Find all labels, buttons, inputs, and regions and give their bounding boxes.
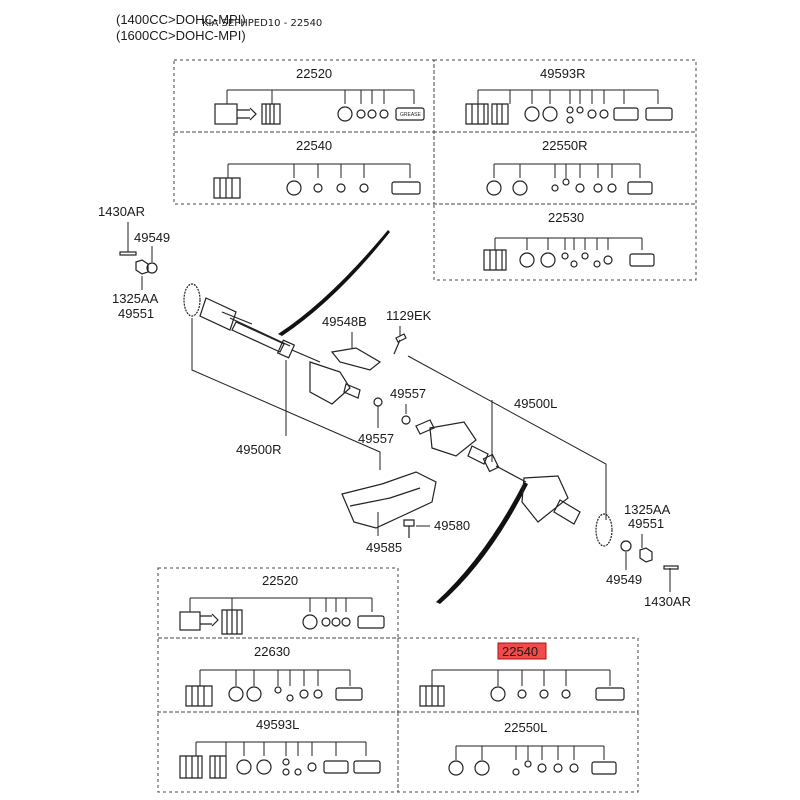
top-kit-group: 22520 GREASE 49593R: [173, 59, 697, 281]
axle-assembly: 1430AR 49549 1325AA 49551 49500R 49548B …: [98, 204, 691, 609]
grease-label: GREASE: [400, 112, 422, 118]
tone-ring-right: [183, 283, 201, 317]
label-49557-lower: 49557: [358, 431, 394, 446]
header-line-2: (1600CC>DOHC-MPI): [116, 28, 246, 43]
kit-label-22520-top: 22520: [296, 66, 332, 81]
kit-label-49593R: 49593R: [540, 66, 586, 81]
label-1325AA-left: 1325AA: [112, 291, 159, 306]
label-49500R: 49500R: [236, 442, 282, 457]
label-49585: 49585: [366, 540, 402, 555]
kit-label-22630: 22630: [254, 644, 290, 659]
kit-22530-top[interactable]: 22530: [483, 210, 655, 271]
label-1430AR-left: 1430AR: [98, 204, 145, 219]
label-49500L: 49500L: [514, 396, 557, 411]
kit-49593L[interactable]: 49593L: [179, 717, 381, 779]
label-1430AR-right: 1430AR: [644, 594, 691, 609]
kit-label-49593L: 49593L: [256, 717, 299, 732]
watermark-text: KIA SEPHPED10 - 22540: [202, 18, 322, 29]
kit-label-22540-top: 22540: [296, 138, 332, 153]
kit-label-22550R: 22550R: [542, 138, 588, 153]
label-1325AA-right: 1325AA: [624, 502, 671, 517]
kit-label-22520-bottom: 22520: [262, 573, 298, 588]
kit-22540-bottom[interactable]: 22540: [419, 642, 625, 707]
kit-22630[interactable]: 22630: [185, 644, 363, 707]
label-49551-right: 49551: [628, 516, 664, 531]
kit-22550L[interactable]: 22550L: [448, 720, 617, 776]
kit-label-22530: 22530: [548, 210, 584, 225]
label-49549-right: 49549: [606, 572, 642, 587]
kit-22550R-top[interactable]: 22550R: [486, 138, 653, 196]
kit-49593R-top[interactable]: 49593R: [465, 66, 673, 125]
tone-ring-left: [595, 513, 613, 547]
label-49548B: 49548B: [322, 314, 367, 329]
label-49549-left: 49549: [134, 230, 170, 245]
kit-label-22550L: 22550L: [504, 720, 547, 735]
label-49557-upper: 49557: [390, 386, 426, 401]
kit-label-22540-highlighted[interactable]: 22540: [502, 644, 538, 659]
bottom-kit-group: 22520 22630 22540: [157, 567, 639, 793]
kit-22540-top[interactable]: 22540: [213, 138, 421, 199]
label-49551-left: 49551: [118, 306, 154, 321]
kit-22520-top[interactable]: 22520 GREASE: [214, 66, 425, 125]
label-1129EK: 1129EK: [386, 308, 432, 323]
lower-swoosh: [436, 482, 528, 604]
label-49580: 49580: [434, 518, 470, 533]
highlight-box: [497, 642, 547, 660]
header-line-1: (1400CC>DOHC-MPI): [116, 12, 246, 27]
kit-22520-bottom[interactable]: 22520: [179, 573, 385, 635]
